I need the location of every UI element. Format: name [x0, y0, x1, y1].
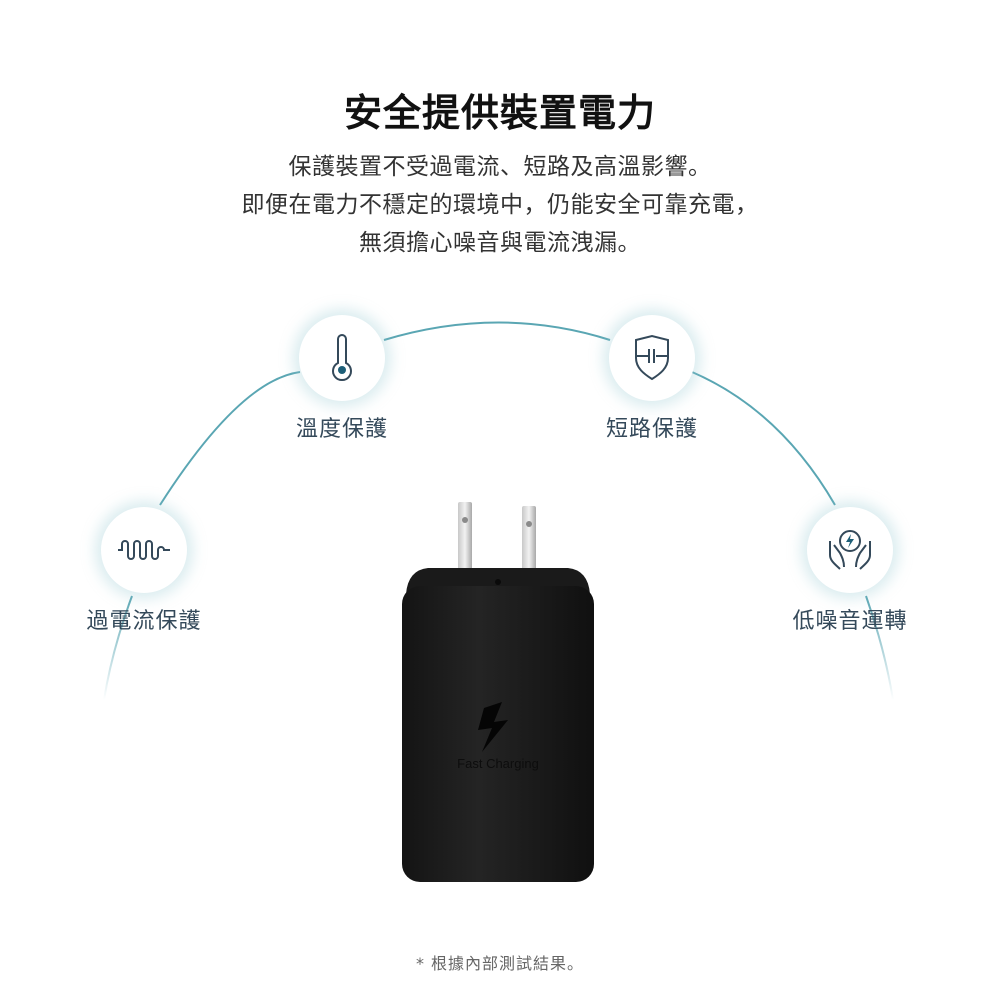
fast-charging-marking: Fast Charging [457, 756, 539, 771]
subtitle-line: 無須擔心噪音與電流洩漏。 [359, 230, 641, 256]
charger-product-image: Fast Charging [398, 490, 598, 890]
subtitle: 保護裝置不受過電流、短路及高溫影響。 即便在電力不穩定的環境中，仍能安全可靠充電… [0, 148, 1000, 262]
feature-overcurrent-protection: 過電流保護 [44, 507, 244, 635]
footnote: * 根據內部測試結果。 [415, 954, 585, 973]
feature-label: 低噪音運轉 [792, 609, 908, 634]
feature-short-circuit-protection: 短路保護 [552, 315, 752, 443]
feature-icon-bubble [807, 507, 893, 593]
shield-circuit-icon [635, 334, 669, 381]
page-title: 安全提供裝置電力 [343, 91, 656, 135]
subtitle-line: 即便在電力不穩定的環境中，仍能安全可靠充電， [241, 192, 759, 218]
thermometer-icon [332, 334, 352, 382]
subtitle-line: 保護裝置不受過電流、短路及高溫影響。 [288, 154, 712, 180]
lightning-bolt-icon [478, 702, 508, 752]
feature-label: 溫度保護 [295, 417, 388, 442]
hands-lightning-icon [829, 530, 871, 570]
feature-low-noise-operation: 低噪音運轉 [750, 507, 950, 635]
current-wave-icon [118, 540, 170, 560]
feature-icon-bubble [299, 315, 385, 401]
charger-illustration: Fast Charging [402, 502, 594, 882]
feature-label: 過電流保護 [86, 609, 202, 634]
feature-temperature-protection: 溫度保護 [242, 315, 442, 443]
feature-label: 短路保護 [605, 417, 698, 442]
feature-icon-bubble [101, 507, 187, 593]
feature-icon-bubble [609, 315, 695, 401]
